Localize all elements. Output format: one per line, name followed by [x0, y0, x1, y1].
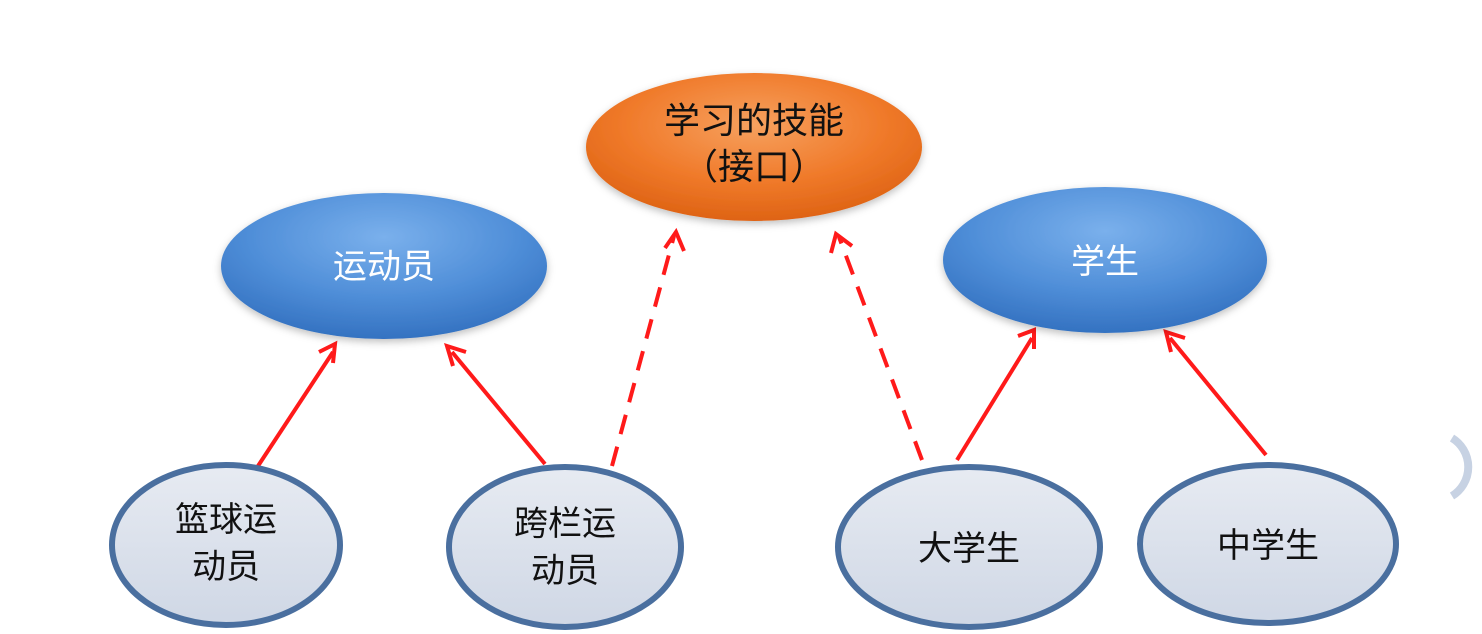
arrow-middle-to-student — [1168, 336, 1268, 457]
arrow-college-to-interface — [837, 236, 924, 461]
arrowhead-college-interface — [829, 230, 854, 254]
basketball-label-line2: 动员 — [192, 547, 260, 587]
arrows — [256, 227, 1268, 468]
hurdle-label-line2: 动员 — [531, 551, 599, 591]
arrowhead-basketball — [318, 340, 338, 364]
arrow-college-to-student — [955, 336, 1034, 462]
node-basketball-athlete: 篮球运 动员 — [109, 462, 343, 628]
arrow-basketball-to-athlete — [256, 350, 335, 468]
hurdle-label-line1: 跨栏运 — [514, 504, 616, 544]
athlete-label: 运动员 — [333, 247, 435, 287]
arrowhead-hurdle-interface — [663, 227, 686, 252]
arrowhead-college — [1017, 327, 1036, 349]
node-hurdle-athlete: 跨栏运 动员 — [446, 464, 684, 630]
arrowhead-middle — [1163, 329, 1186, 353]
college-label: 大学生 — [918, 529, 1020, 569]
interface-label-line1: 学习的技能 — [664, 101, 844, 142]
arrowhead-hurdle — [443, 342, 467, 367]
arrow-hurdle-to-interface — [610, 235, 676, 467]
basketball-label-line1: 篮球运 — [175, 500, 277, 540]
node-student: 学生 — [943, 187, 1267, 333]
node-athlete: 运动员 — [221, 193, 547, 339]
interface-label-line2: （接口） — [682, 147, 826, 188]
middle-label: 中学生 — [1217, 526, 1319, 566]
edge-ring-fragment — [1449, 434, 1473, 500]
node-college-student: 大学生 — [835, 464, 1103, 630]
node-interface: 学习的技能 （接口） — [586, 73, 922, 221]
student-label: 学生 — [1071, 242, 1139, 282]
arrow-hurdle-to-athlete — [450, 350, 547, 466]
node-middle-student: 中学生 — [1137, 462, 1399, 626]
